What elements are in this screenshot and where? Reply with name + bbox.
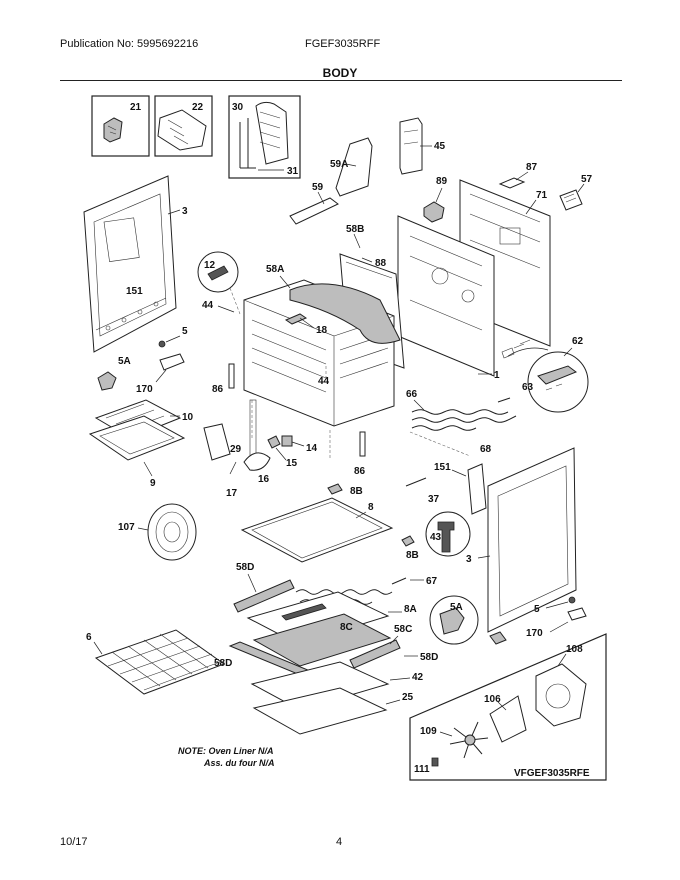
callout-44-a: 44 <box>202 300 214 311</box>
callout-45: 45 <box>434 141 446 152</box>
callout-151-door: 151 <box>126 286 143 297</box>
page-number: 4 <box>336 836 343 848</box>
callout-15: 15 <box>286 458 298 469</box>
note-line-1: NOTE: Oven Liner N/A <box>178 746 274 756</box>
inset-model-label: VFGEF3035RFE <box>514 768 590 779</box>
callout-111: 111 <box>414 764 430 775</box>
callout-8B-bottom: 8B <box>406 550 419 561</box>
callout-68: 68 <box>480 444 492 455</box>
callout-3-right: 3 <box>466 554 472 565</box>
parts-5-5A-170-left: 5 5A 170 <box>97 326 188 395</box>
callout-58C: 58C <box>394 624 412 635</box>
part-151-37-right: 151 37 <box>405 462 487 515</box>
callout-17: 17 <box>226 488 238 499</box>
callout-30: 30 <box>232 102 244 113</box>
callout-71: 71 <box>536 190 548 201</box>
callout-109: 109 <box>420 726 437 737</box>
header-rule <box>60 80 622 81</box>
callout-58B: 58B <box>346 224 364 235</box>
callout-3-door: 3 <box>182 206 188 217</box>
callout-8C: 8C <box>340 622 353 633</box>
callout-12: 12 <box>204 260 216 271</box>
callout-42: 42 <box>412 672 424 683</box>
callout-9: 9 <box>150 478 156 489</box>
part-89: 89 <box>423 176 448 223</box>
part-12: 12 44 <box>197 251 241 315</box>
part-66-broil-element: 66 68 <box>406 389 517 457</box>
callout-5A-right: 5A <box>450 602 463 613</box>
callout-29: 29 <box>230 444 242 455</box>
callout-87: 87 <box>526 162 538 173</box>
publication-number: Publication No: 5995692216 <box>60 38 199 50</box>
part-3-oven-door-outer: 3 <box>466 447 577 633</box>
parts-29-14-15-16-17: 29 14 15 16 17 <box>203 423 318 499</box>
callout-88: 88 <box>375 258 387 269</box>
part-oven-cavity: 58A 18 44 <box>243 264 401 461</box>
callout-8: 8 <box>368 502 374 513</box>
callout-44-b: 44 <box>318 376 330 387</box>
callout-25: 25 <box>402 692 414 703</box>
footer-date: 10/17 <box>60 836 88 848</box>
callout-59: 59 <box>312 182 324 193</box>
callout-86-right: 86 <box>354 466 366 477</box>
callout-57: 57 <box>581 174 593 185</box>
part-87: 87 <box>498 162 538 189</box>
callout-14: 14 <box>306 443 318 454</box>
callout-5-left: 5 <box>182 326 188 337</box>
callout-63: 63 <box>522 382 534 393</box>
section-title: BODY <box>322 66 358 80</box>
callout-18: 18 <box>316 325 328 336</box>
part-8A-8C-bottom-plates: 8A 8C 58C 58D 58D 42 25 <box>214 591 438 735</box>
convection-fan-inset: 108 106 109 111 VFGEF3035RFE <box>409 633 607 781</box>
note-line-2: Ass. du four N/A <box>203 758 275 768</box>
callout-22: 22 <box>192 102 204 113</box>
part-59A: 59A <box>330 137 373 197</box>
callout-16: 16 <box>258 474 270 485</box>
part-62-63: 62 63 <box>501 336 589 413</box>
callout-5-right: 5 <box>534 604 540 615</box>
callout-89: 89 <box>436 176 448 187</box>
callout-31: 31 <box>287 166 299 177</box>
part-6-oven-rack: 6 <box>86 629 226 695</box>
parts-8-8B-43: 8B 8 43 8B <box>240 483 471 563</box>
part-107-fan-cover: 107 <box>118 503 197 561</box>
part-86-left: 86 <box>212 363 235 395</box>
callout-10: 10 <box>182 412 194 423</box>
callout-86-left: 86 <box>212 384 224 395</box>
callout-37: 37 <box>428 494 440 505</box>
callout-1: 1 <box>494 370 500 381</box>
callout-6: 6 <box>86 632 92 643</box>
part-3-oven-door-inner: 3 151 <box>83 175 188 353</box>
callout-170-left: 170 <box>136 384 153 395</box>
callout-107: 107 <box>118 522 135 533</box>
model-number: FGEF3035RFF <box>305 38 381 50</box>
part-10-9-broil-pan: 10 9 <box>88 399 194 489</box>
part-57: 57 <box>559 174 593 211</box>
callout-66: 66 <box>406 389 418 400</box>
part-86-right: 86 <box>354 431 366 477</box>
part-58D-left-top: 58D <box>233 562 295 613</box>
callout-170-right: 170 <box>526 628 543 639</box>
callout-108: 108 <box>566 644 583 655</box>
parts-5-5A-170-right: 5A 5 170 <box>429 595 587 645</box>
callout-58D-top: 58D <box>236 562 254 573</box>
part-45: 45 <box>399 117 446 175</box>
callout-5A-left: 5A <box>118 356 131 367</box>
callout-58D-right: 58D <box>420 652 438 663</box>
part-21-box: 21 <box>91 95 150 157</box>
part-30-31-box: 30 31 <box>228 95 301 179</box>
callout-8B-top: 8B <box>350 486 363 497</box>
callout-59A: 59A <box>330 159 348 170</box>
callout-106: 106 <box>484 694 501 705</box>
callout-151-right: 151 <box>434 462 451 473</box>
callout-8A: 8A <box>404 604 417 615</box>
part-59: 59 <box>289 182 339 225</box>
callout-21: 21 <box>130 102 142 113</box>
part-22-box: 22 <box>154 95 213 157</box>
callout-43: 43 <box>430 532 442 543</box>
callout-62: 62 <box>572 336 584 347</box>
callout-67: 67 <box>426 576 438 587</box>
callout-58A: 58A <box>266 264 284 275</box>
